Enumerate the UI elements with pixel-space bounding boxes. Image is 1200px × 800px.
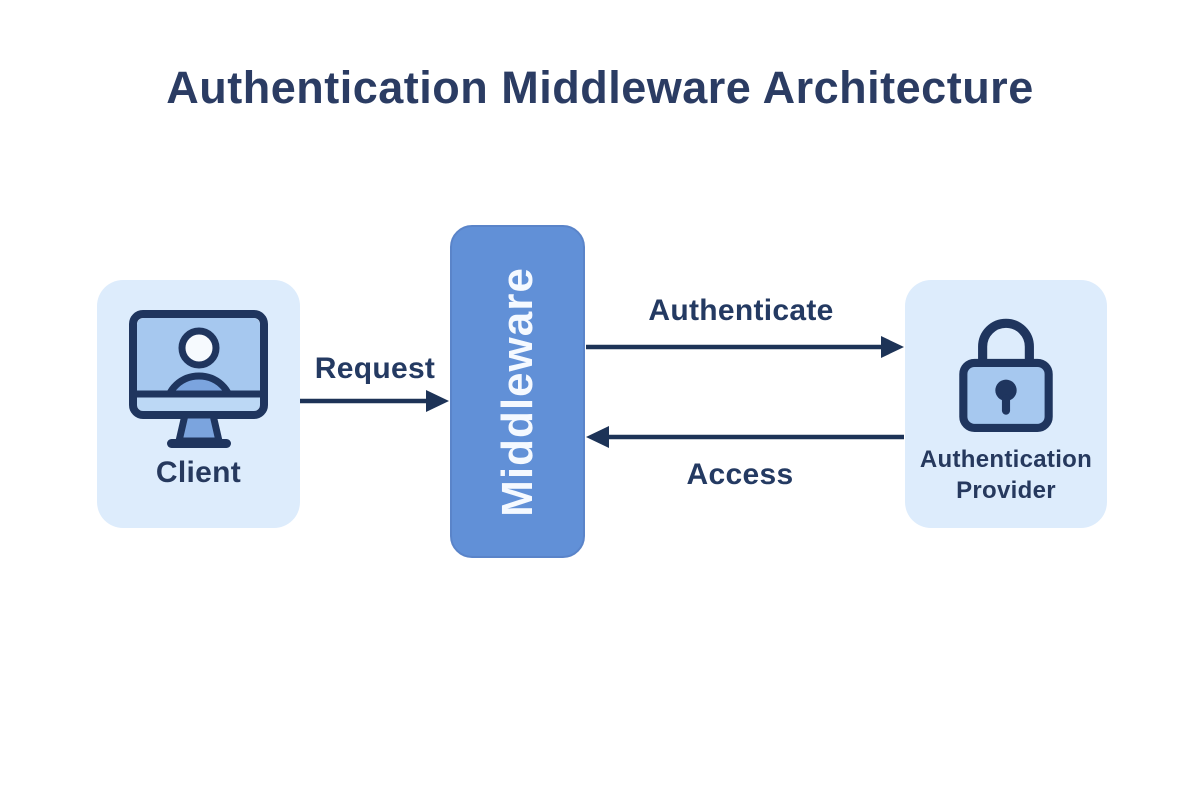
monitor-user-icon — [128, 310, 269, 452]
node-middleware: Middleware — [450, 225, 585, 558]
request-arrow-label: Request — [314, 352, 436, 385]
node-provider: Authentication Provider — [905, 280, 1107, 528]
authenticate-arrow-label: Authenticate — [648, 294, 834, 327]
authenticate-arrow — [586, 336, 904, 358]
node-client: Client — [97, 280, 300, 528]
provider-label: Authentication Provider — [919, 446, 1093, 504]
page-title: Authentication Middleware Architecture — [166, 62, 1034, 113]
access-arrow-label: Access — [686, 458, 794, 491]
request-arrow — [300, 390, 449, 412]
middleware-label: Middleware — [492, 266, 542, 517]
access-arrow — [586, 426, 904, 448]
client-label: Client — [155, 456, 242, 489]
padlock-icon — [952, 306, 1060, 434]
